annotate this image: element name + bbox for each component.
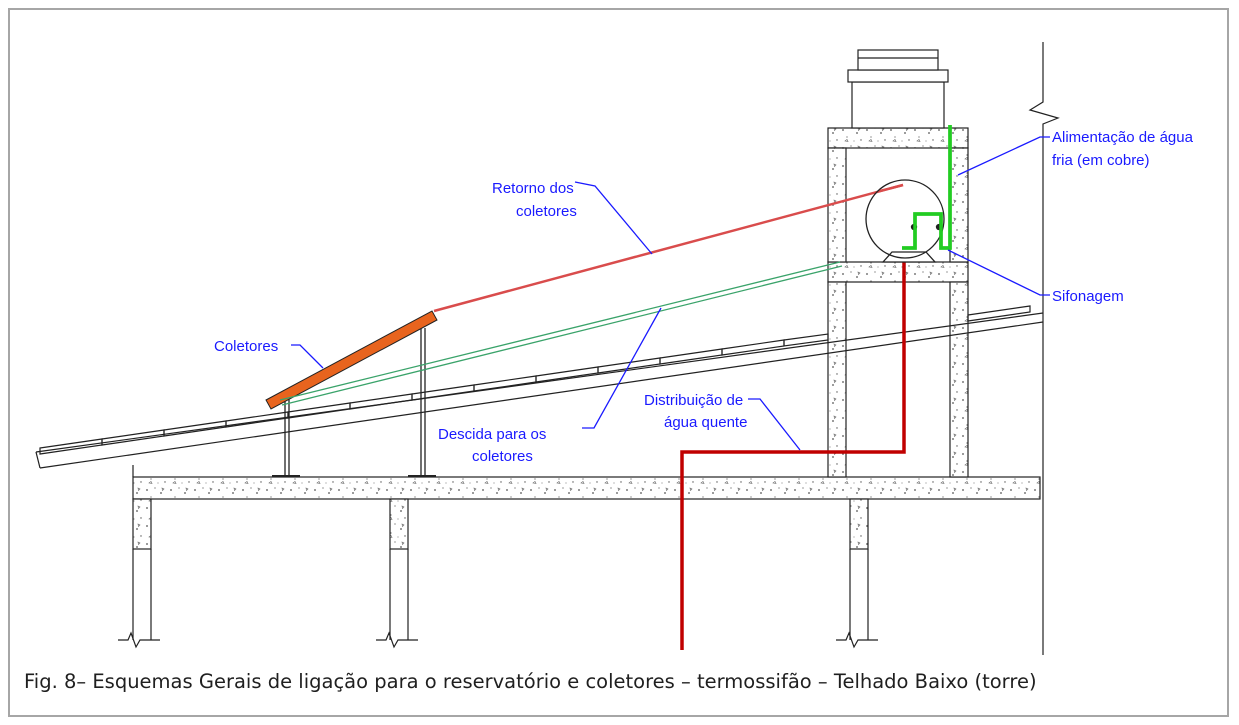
beam-left [132, 498, 152, 550]
label-distribuicao-1: Distribuição de [644, 392, 743, 409]
adjacent-wall [1028, 42, 1060, 655]
hot-water-reservoir [865, 179, 945, 263]
tower-left-wall-low [827, 281, 847, 478]
tower-top-slab [827, 127, 969, 149]
building-structure [118, 476, 1041, 649]
label-sifonagem: Sifonagem [1052, 288, 1124, 305]
label-distribuicao-2: água quente [664, 414, 747, 431]
floor-slab [132, 476, 1041, 500]
label-alimentacao-1: Alimentação de água [1052, 129, 1194, 146]
labels: Retorno dos coletores Coletores Descida … [214, 129, 1194, 465]
return-pipe [433, 183, 904, 313]
beam-middle [389, 498, 409, 550]
figure-frame [8, 8, 1229, 717]
label-descida-1: Descida para os [438, 426, 546, 443]
hot-water-pipe [680, 282, 906, 650]
tower-mid-slab [827, 261, 969, 283]
tower-right-wall [949, 147, 969, 263]
label-coletores: Coletores [214, 338, 278, 355]
label-retorno-1: Retorno dos [492, 180, 574, 197]
tower-right-wall-low [949, 281, 969, 478]
label-alimentacao-2: fria (em cobre) [1052, 152, 1150, 169]
figure-caption: Fig. 8– Esquemas Gerais de ligação para … [24, 670, 1037, 693]
label-descida-2: coletores [472, 448, 533, 465]
tower-cap [851, 81, 945, 129]
collector-supports [272, 328, 436, 477]
roof [35, 305, 1044, 477]
beam-right [849, 498, 869, 550]
collector-panel [265, 310, 438, 410]
reservoir-tower [827, 49, 969, 478]
leader-lines [291, 136, 1050, 451]
descent-pipe [279, 261, 841, 401]
label-retorno-2: coletores [516, 203, 577, 220]
